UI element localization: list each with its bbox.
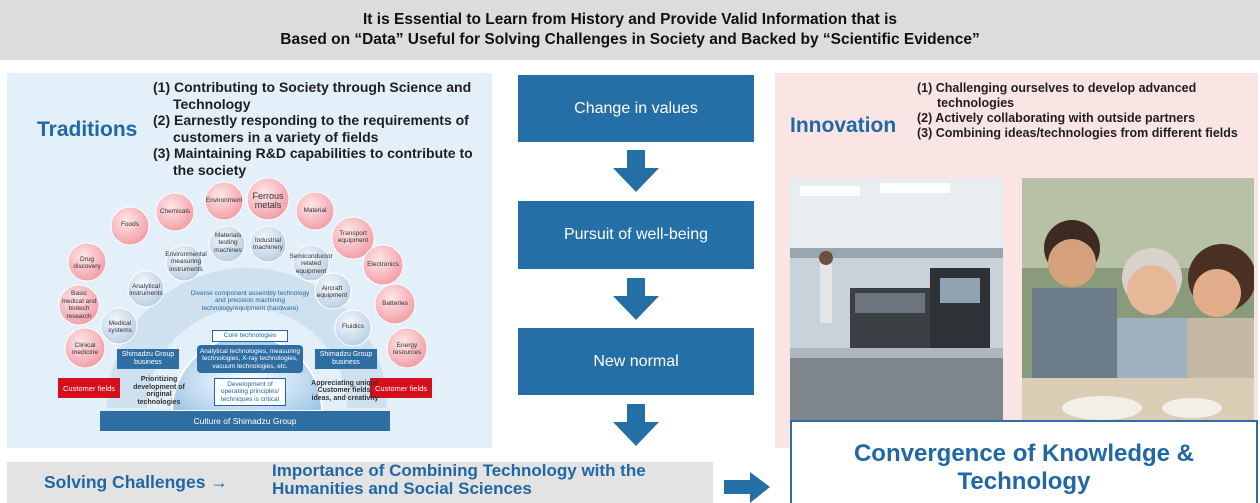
- traditions-item-2: (2) Earnestly responding to the requirem…: [153, 112, 469, 145]
- innovation-list: (1) Challenging ourselves to develop adv…: [917, 81, 1257, 141]
- customer-fields-left: Customer fields: [58, 378, 120, 398]
- label-environmental-measuring: Environmental measuring instruments: [165, 250, 207, 273]
- label-industrial-machinery: Industrial machinery: [253, 236, 283, 252]
- customer-fields-right: Customer fields: [370, 378, 432, 398]
- down-arrow-icon: [613, 278, 659, 320]
- laboratory-photo: [790, 178, 1003, 428]
- label-fluidics: Fluidics: [341, 323, 365, 331]
- inner-circles: [100, 225, 372, 347]
- right-arrow-icon: [724, 472, 770, 503]
- people-photo: [1022, 178, 1254, 428]
- top-banner: It is Essential to Learn from History an…: [0, 0, 1260, 60]
- label-medical-systems: Medical systems: [108, 319, 132, 335]
- traditions-item-1: (1) Contributing to Society through Scie…: [153, 79, 472, 112]
- right-caption: Appreciating unique Customer fields, ide…: [311, 379, 379, 402]
- importance-text: Importance of Combining Technology with …: [272, 461, 646, 498]
- banner-line-2: Based on “Data” Useful for Solving Chall…: [280, 31, 980, 48]
- label-aircraft-equipment: Aircraft equipment: [316, 284, 348, 300]
- down-arrow-icon: [613, 150, 659, 192]
- label-transport-equipment: Transport equipment: [337, 229, 369, 245]
- innovation-title: Innovation: [790, 114, 897, 137]
- group-business-left: Shimadzu Group business: [117, 349, 179, 369]
- label-ferrous-metals: Ferrous metals: [252, 191, 284, 210]
- innovation-item-3: (3) Combining ideas/technologies from di…: [917, 126, 1238, 140]
- label-energy-resources: Energy resources: [392, 341, 422, 357]
- solving-challenges-label: Solving Challenges →: [44, 472, 228, 492]
- traditions-item-3: (3) Maintaining R&D capabilities to cont…: [153, 145, 473, 178]
- solving-challenges-bar: [7, 462, 713, 503]
- flow-box-change-in-values: Change in values: [518, 75, 754, 142]
- outer-circles: [58, 178, 428, 369]
- flow-box-pursuit-of-well-being: Pursuit of well-being: [518, 201, 754, 269]
- label-clinical-medicine: Clinical medicine: [71, 341, 98, 357]
- label-foods: Foods: [120, 221, 140, 229]
- traditions-list: (1) Contributing to Society through Scie…: [153, 79, 483, 178]
- convergence-box: [790, 420, 1258, 503]
- core-technologies-label: Core technologies: [212, 330, 288, 342]
- label-environment: Environment: [205, 197, 243, 205]
- down-arrow-icon: [613, 404, 659, 446]
- core-technologies-text: Analytical technologies, measuring techn…: [197, 345, 303, 373]
- banner-line-1: It is Essential to Learn from History an…: [363, 11, 897, 28]
- left-caption: Prioritizing development of original tec…: [133, 376, 185, 406]
- development-text: Development of operating principles/ tec…: [214, 378, 286, 406]
- dome-text: Diverse component assembly technology an…: [190, 289, 310, 312]
- group-business-right: Shimadzu Group business: [315, 349, 377, 369]
- label-basic-research: Basic medical and biotech research: [61, 290, 97, 320]
- label-drug-discovery: Drug discovery: [73, 255, 101, 271]
- traditions-title: Traditions: [37, 118, 138, 141]
- label-batteries: Batteries: [382, 300, 408, 308]
- convergence-text: Convergence of Knowledge & Technology: [853, 440, 1195, 495]
- flow-box-new-normal: New normal: [518, 328, 754, 395]
- label-chemicals: Chemicals: [159, 208, 191, 216]
- innovation-item-2: (2) Actively collaborating with outside …: [917, 111, 1196, 125]
- innovation-item-1: (1) Challenging ourselves to develop adv…: [917, 81, 1197, 110]
- label-semiconductor-equipment: Semiconductor related equipment: [289, 252, 333, 275]
- culture-bar: Culture of Shimadzu Group: [100, 411, 390, 431]
- label-materials-testing: Materials testing machines: [214, 231, 242, 254]
- label-analytical-instruments: Analytical instruments: [129, 282, 163, 298]
- label-material: Material: [303, 207, 327, 215]
- label-electronics: Electronics: [367, 261, 399, 269]
